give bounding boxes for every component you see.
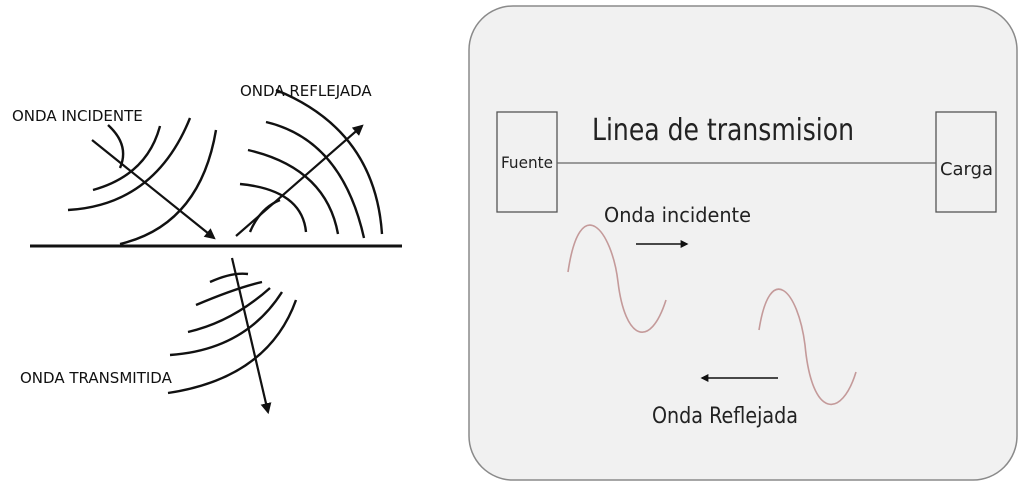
reflected-ray-arrow bbox=[235, 124, 364, 237]
transmission-line-title: Linea de transmision bbox=[592, 113, 854, 148]
incident-wave-label: ONDA INCIDENTE bbox=[12, 107, 143, 125]
transmission-panel bbox=[468, 5, 1018, 481]
incident-wavefronts bbox=[67, 117, 218, 246]
load-box bbox=[935, 111, 997, 213]
incident-ray-arrow bbox=[91, 139, 216, 240]
source-box bbox=[496, 111, 558, 213]
right-diagram: Linea de transmision Fuente Carga Onda i… bbox=[468, 5, 1018, 481]
source-label: Fuente bbox=[501, 153, 553, 172]
transmitted-wavefronts bbox=[167, 272, 298, 395]
reflected-wave-label-right: Onda Reflejada bbox=[652, 404, 798, 429]
left-diagram: ONDA INCIDENTE ONDA REFLEJADA ONDA TRANS… bbox=[12, 82, 402, 415]
transmitted-ray-arrow bbox=[230, 257, 272, 415]
reflected-wavefronts bbox=[239, 88, 384, 239]
reflected-wave bbox=[758, 288, 857, 406]
transmitted-wave-label: ONDA TRANSMITIDA bbox=[20, 369, 173, 387]
incident-wave bbox=[567, 224, 667, 333]
load-label: Carga bbox=[940, 159, 993, 180]
reflected-wave-label: ONDA REFLEJADA bbox=[240, 82, 372, 100]
incident-wave-label-right: Onda incidente bbox=[604, 203, 751, 227]
